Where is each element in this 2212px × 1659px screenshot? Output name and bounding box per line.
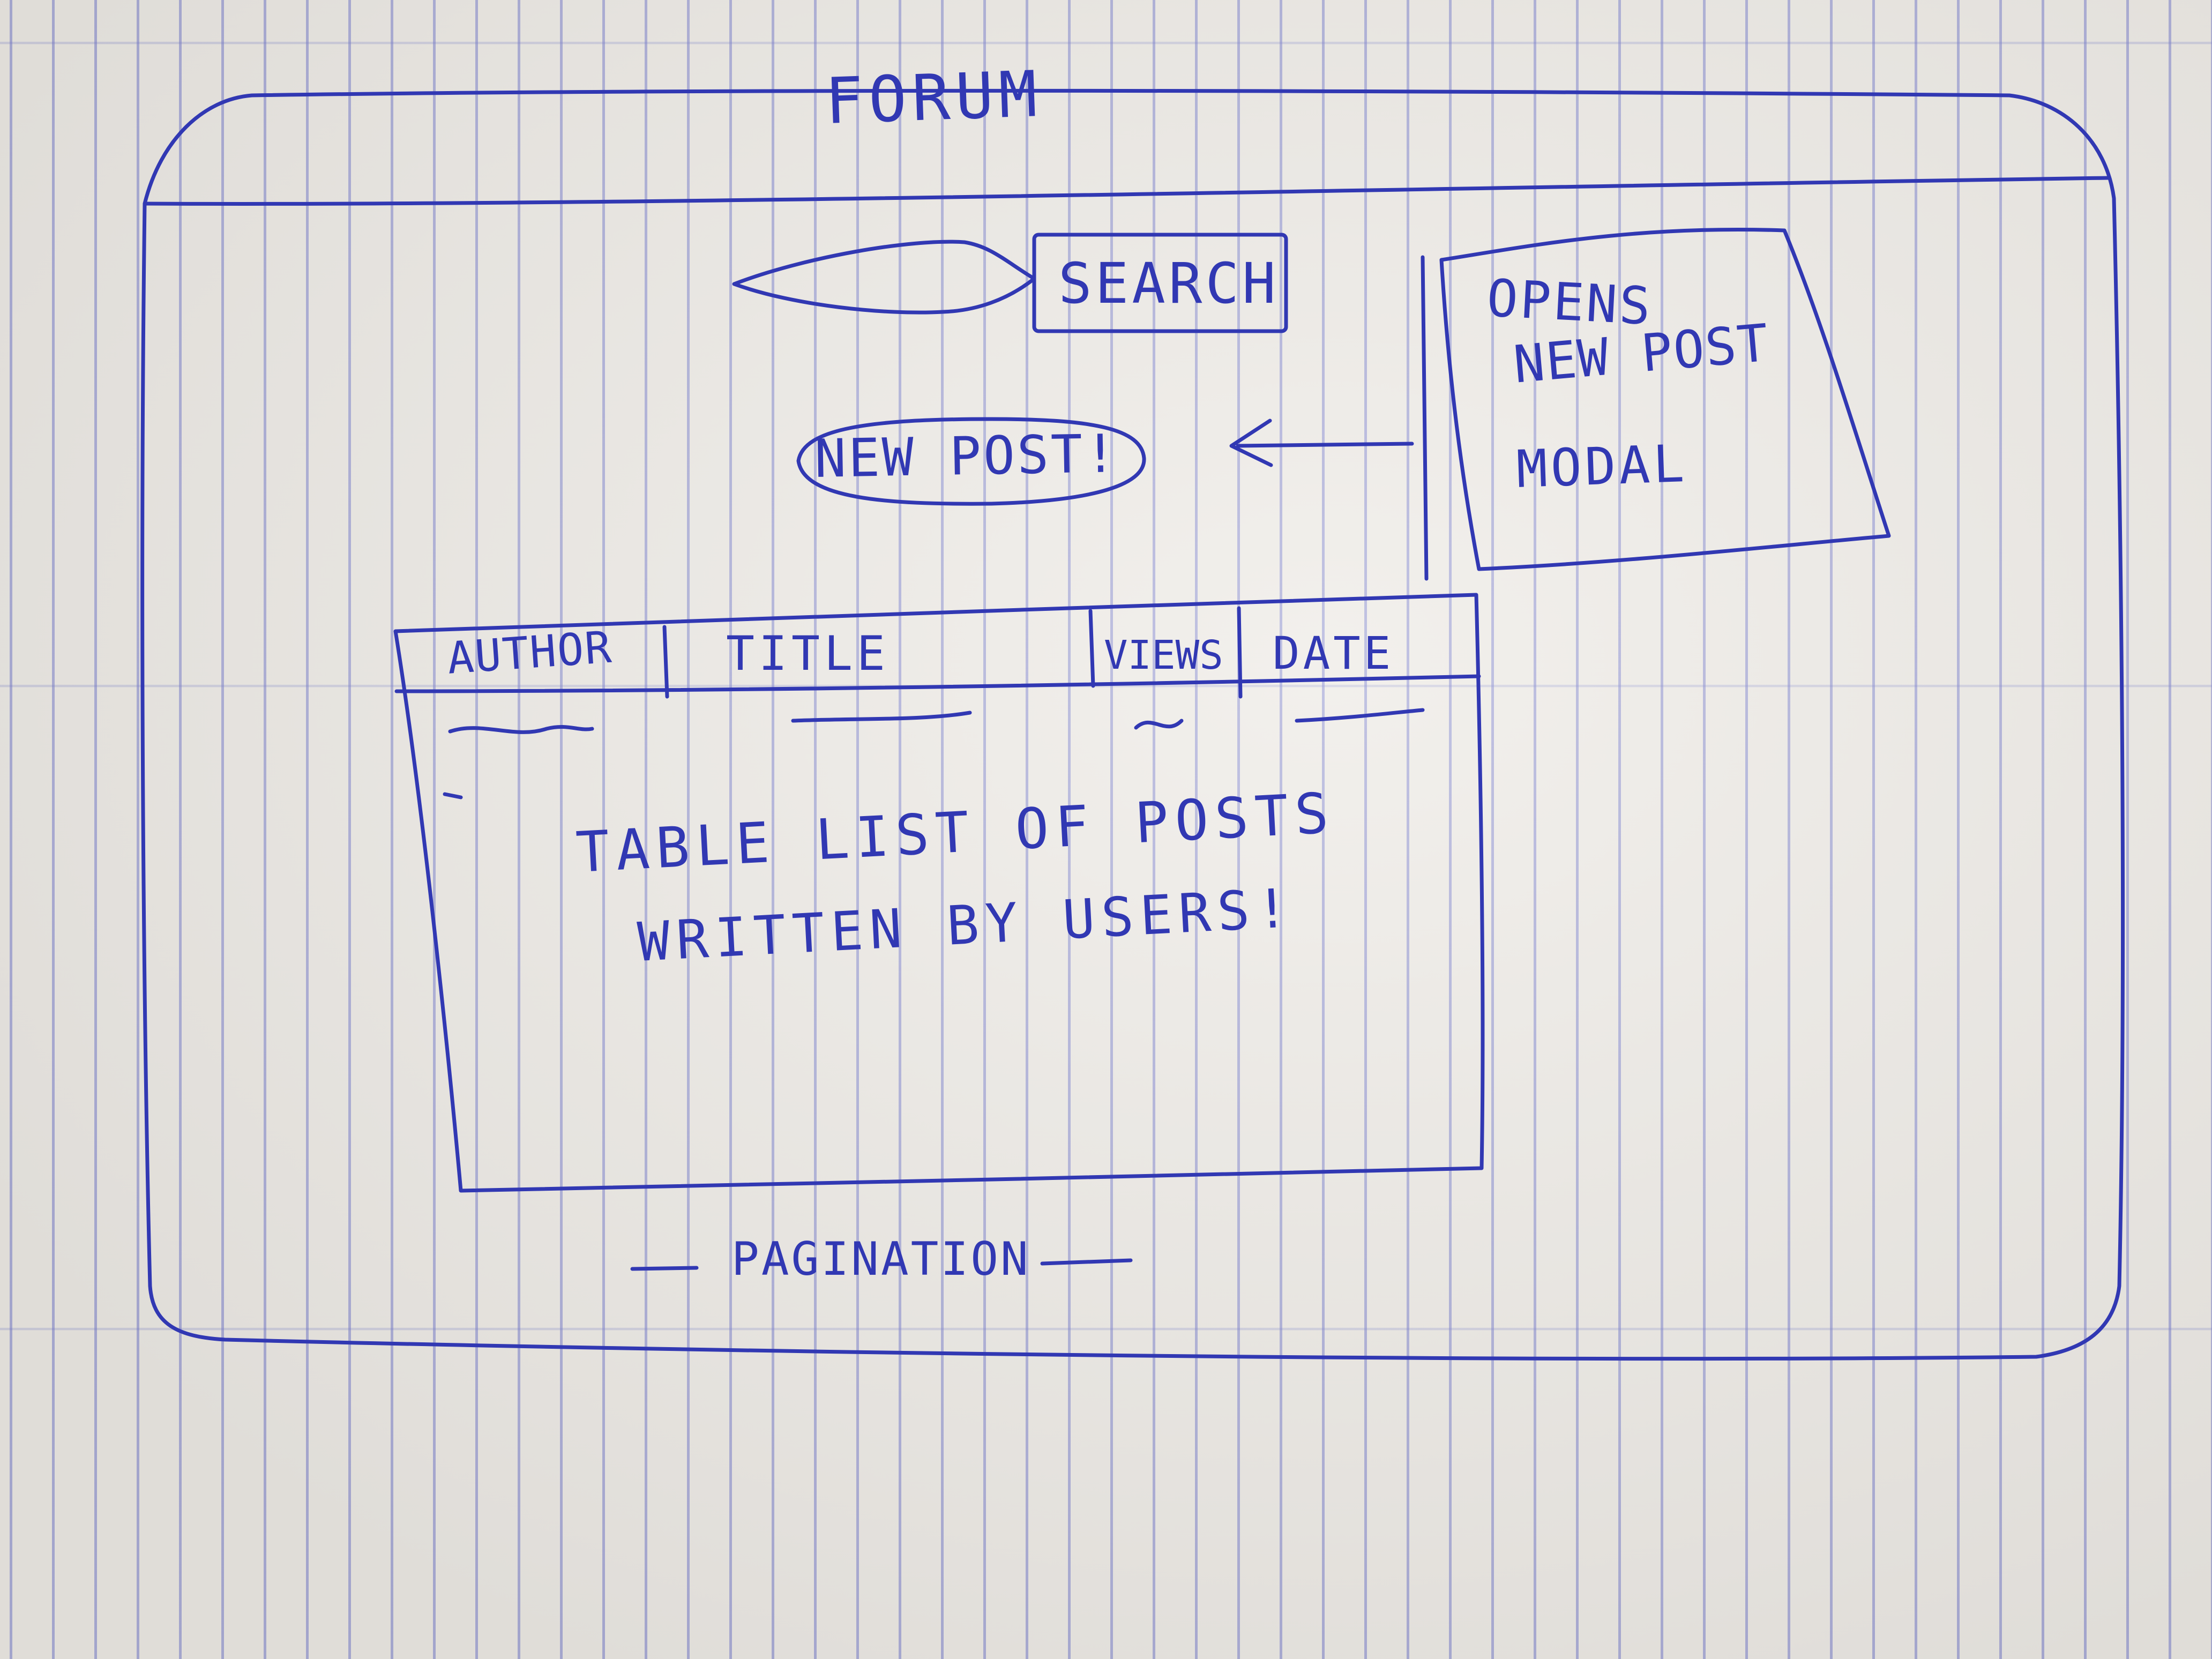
- arrow-head: [1229, 419, 1273, 467]
- pagination-dash-right: [1040, 1258, 1133, 1266]
- column-header-views[interactable]: VIEWS: [1104, 632, 1223, 678]
- header-divider: [143, 176, 2111, 206]
- forum-title: Forum: [824, 56, 1044, 138]
- annotation-line-3: MODAL: [1515, 433, 1688, 499]
- row-squiggle-3: [1134, 719, 1184, 730]
- column-divider-2: [1088, 609, 1095, 688]
- search-button-outline: [1032, 233, 1288, 333]
- new-post-button-outline: [796, 417, 1146, 506]
- pagination-dash-left: [630, 1266, 699, 1271]
- column-divider-1: [662, 625, 669, 699]
- table-outline: [393, 593, 1485, 1193]
- row-squiggle-2: [791, 711, 972, 723]
- pagination[interactable]: PAGINATION: [731, 1232, 1030, 1286]
- search-input[interactable]: [745, 252, 1029, 305]
- browser-frame: [140, 88, 2125, 1361]
- row-squiggle-1: [448, 725, 594, 734]
- column-divider-3: [1237, 606, 1243, 699]
- column-header-title[interactable]: TITLE: [726, 626, 890, 681]
- annotation-tick: [1421, 255, 1429, 581]
- row-squiggle-4: [1295, 708, 1425, 723]
- table-header-divider: [394, 674, 1481, 693]
- row-dash: [443, 792, 463, 799]
- annotation-box: [1439, 227, 1891, 571]
- arrow-line: [1236, 442, 1414, 448]
- new-post-button[interactable]: NEW POST!: [814, 423, 1119, 490]
- search-button[interactable]: SEARCH: [1058, 251, 1279, 316]
- column-header-date[interactable]: DATE: [1273, 627, 1394, 679]
